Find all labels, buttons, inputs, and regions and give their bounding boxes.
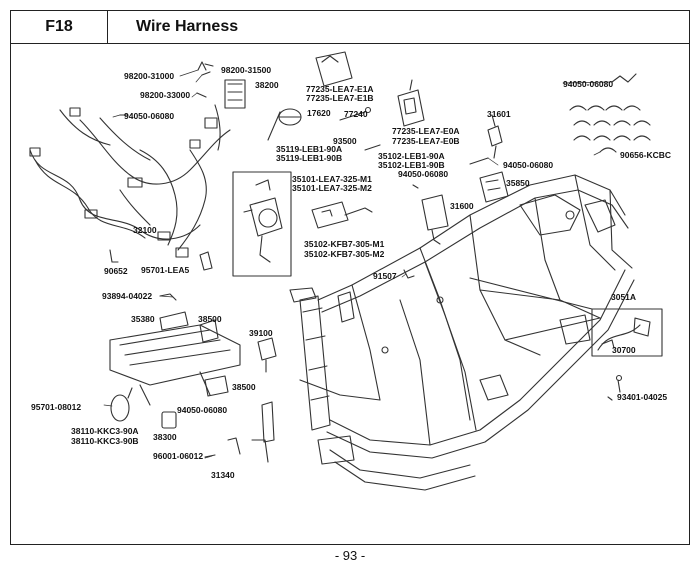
part-label: 35102-LEB1-90B	[378, 160, 445, 170]
diagram-frame	[10, 43, 690, 545]
part-label: 35119-LEB1-90B	[276, 153, 342, 163]
part-label: 93894-04022	[102, 291, 152, 301]
part-label: 77235-LEA7-E0A	[392, 126, 460, 136]
switch-component	[364, 79, 425, 151]
part-label: 17620	[307, 108, 331, 118]
part-label: 32100	[133, 225, 157, 235]
part-label: 90652	[104, 266, 128, 276]
part-label: 90656-KCBC	[620, 150, 671, 160]
part-label: 77235-LEA7-E0B	[392, 136, 460, 146]
relay-bracket-parts	[119, 61, 246, 116]
part-label: 31340	[211, 470, 235, 480]
horn-38110	[110, 387, 133, 422]
part-label: 38110-KKC3-90A	[71, 426, 139, 436]
exploded-diagram: 98200-31000 98200-31500 38200 98200-3300…	[29, 51, 671, 491]
part-label: 96001-06012	[153, 451, 203, 461]
part-label: 94050-06080	[503, 160, 553, 170]
part-label: 31601	[487, 109, 511, 119]
module-31600	[412, 184, 449, 245]
part-labels: 98200-31000 98200-31500 38200 98200-3300…	[31, 65, 671, 480]
part-label: 38110-KKC3-90B	[71, 436, 139, 446]
regulator-35850	[479, 171, 509, 203]
harness-clamps	[569, 73, 651, 153]
lower-left-assembly	[109, 311, 241, 406]
sensor-31601	[469, 114, 503, 165]
starter-cable-detail	[469, 277, 663, 357]
part-label: 93401-04025	[617, 392, 667, 402]
relay-39100	[257, 337, 277, 373]
part-label: 38300	[153, 432, 177, 442]
part-label: 38500	[198, 314, 222, 324]
wire-harness-illustration	[29, 104, 231, 258]
part-label: 77235-LEA7-E1A	[306, 84, 374, 94]
part-label: 98200-31500	[221, 65, 271, 75]
part-label: 31600	[450, 201, 474, 211]
part-label: 95701-LEA5	[141, 265, 189, 275]
part-label: 93500	[333, 136, 357, 146]
component-31340	[204, 401, 275, 463]
ignition-switch-assembly	[232, 171, 292, 277]
page-number: - 93 -	[334, 548, 366, 563]
part-label: 39100	[249, 328, 273, 338]
part-label: 30700	[612, 345, 636, 355]
part-label: 3051A	[611, 292, 636, 302]
ignition-component-top	[267, 51, 372, 141]
frame-chassis	[289, 174, 635, 491]
flasher-38300	[161, 411, 177, 429]
part-label: 35102-KFB7-305-M2	[304, 249, 385, 259]
leader-lines	[103, 69, 613, 459]
screw-93401	[607, 374, 623, 401]
part-label: 35119-LEB1-90A	[276, 144, 342, 154]
part-label: 35101-LEA7-325-M2	[292, 183, 372, 193]
part-label: 94050-06080	[177, 405, 227, 415]
part-label: 94050-06080	[563, 79, 613, 89]
part-label: 35101-LEA7-325-M1	[292, 174, 372, 184]
part-label: 77235-LEA7-E1B	[306, 93, 374, 103]
part-label: 98200-31000	[124, 71, 174, 81]
key-seat-switch	[311, 201, 373, 229]
part-label: 95701-08012	[31, 402, 81, 412]
part-label: 35102-KFB7-305-M1	[304, 239, 385, 249]
part-label: 38500	[232, 382, 256, 392]
misc-small-parts	[109, 249, 415, 301]
part-label: 98200-33000	[140, 90, 190, 100]
part-label: 35102-LEB1-90A	[378, 151, 445, 161]
part-label: 35850	[506, 178, 530, 188]
part-label: 77240	[344, 109, 368, 119]
part-label: 94050-06080	[124, 111, 174, 121]
part-label: 38200	[255, 80, 279, 90]
section-code: F18	[11, 11, 108, 43]
part-label: 94050-06080	[398, 169, 448, 179]
part-label: 91507	[373, 271, 397, 281]
part-label: 35380	[131, 314, 155, 324]
section-title: Wire Harness	[136, 18, 239, 35]
